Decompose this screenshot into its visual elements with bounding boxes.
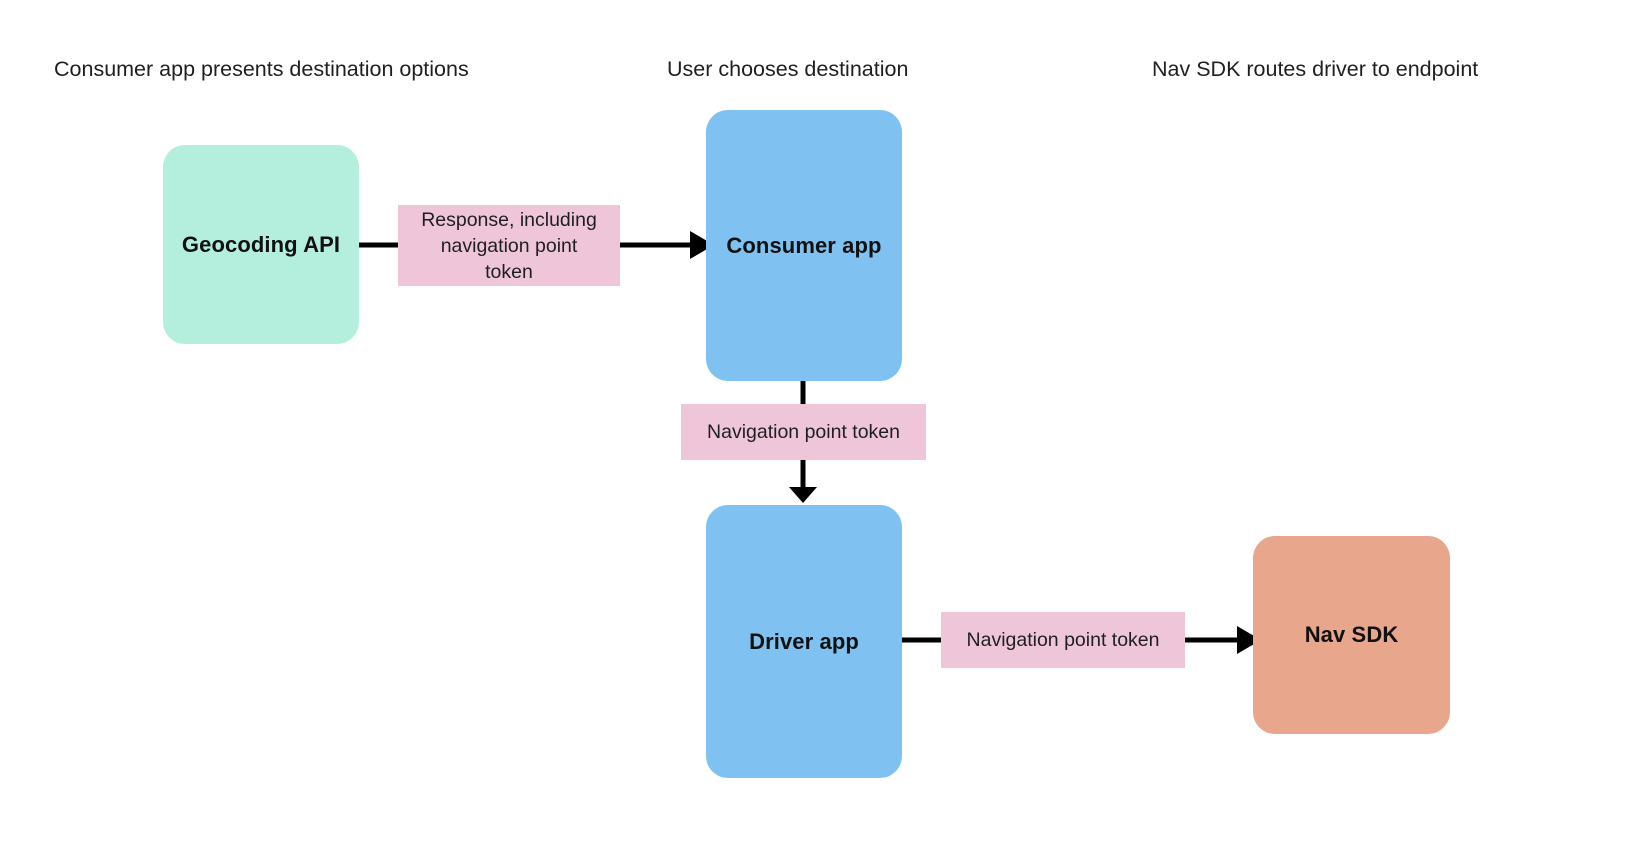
edge-label-response-lines: Response, including navigation point tok… [421,207,597,285]
edge-label-navigation-point-token-driver-navsdk: Navigation point token [941,612,1185,668]
column-header-consumer-app: Consumer app presents destination option… [54,57,469,81]
edge-label-line: token [485,260,533,283]
edge-label-line: Response, including [421,208,597,231]
edge-label-line: Navigation point token [707,421,900,443]
edge-label-response-including-navigation-point-token: Response, including navigation point tok… [398,205,620,286]
edge-label-navigation-point-token-consumer-driver: Navigation point token [681,404,926,460]
node-consumer-app-label: Consumer app [726,232,882,258]
column-header-nav-sdk: Nav SDK routes driver to endpoint [1152,57,1479,81]
node-nav-sdk[interactable]: Nav SDK [1253,536,1450,734]
node-geocoding-api[interactable]: Geocoding API [163,145,359,344]
node-driver-app-label: Driver app [749,628,859,654]
edge-label-line: navigation point [440,234,578,257]
node-nav-sdk-label: Nav SDK [1304,622,1399,647]
node-geocoding-api-label: Geocoding API [181,231,341,257]
node-consumer-app[interactable]: Consumer app [706,110,902,381]
node-driver-app[interactable]: Driver app [706,505,902,778]
column-header-user-choice: User chooses destination [667,57,909,81]
edge-label-line: Navigation point token [966,629,1160,651]
